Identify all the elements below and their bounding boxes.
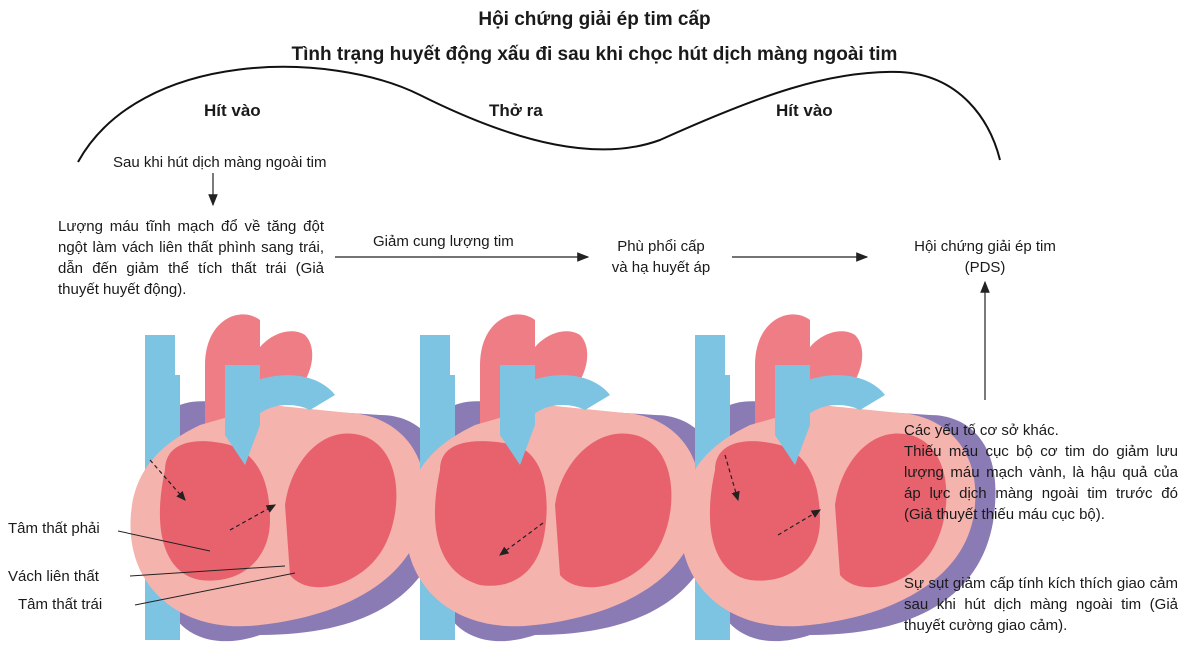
after-drainage-text: Sau khi hút dịch màng ngoài tim: [113, 152, 326, 173]
edema-line-2: và hạ huyết áp: [590, 257, 732, 278]
ischemia-hypothesis-text: Thiếu máu cục bộ cơ tim do giảm lưu lượn…: [904, 441, 1178, 525]
edema-line-1: Phù phổi cấp: [590, 236, 732, 257]
other-factors-title: Các yếu tố cơ sở khác.: [904, 420, 1059, 441]
pds-text: Hội chứng giải ép tim (PDS): [875, 236, 1095, 278]
phase-label-inhale-1: Hít vào: [204, 101, 261, 121]
label-left-ventricle: Tâm thất trái: [18, 594, 102, 615]
heart-illustration-1: [130, 314, 445, 641]
label-right-ventricle: Tâm thất phải: [8, 518, 100, 539]
reduced-output-text: Giảm cung lượng tim: [373, 231, 514, 252]
sympathetic-hypothesis-text: Sự sụt giảm cấp tính kích thích giao cảm…: [904, 573, 1178, 636]
label-septum: Vách liên thất: [8, 566, 99, 587]
heart-illustration-2: [405, 314, 720, 641]
phase-label-inhale-2: Hít vào: [776, 101, 833, 121]
pds-line-1: Hội chứng giải ép tim: [875, 236, 1095, 257]
pds-line-2: (PDS): [875, 257, 1095, 278]
hemodynamic-hypothesis-text: Lượng máu tĩnh mạch đổ về tăng đột ngột …: [58, 216, 324, 300]
phase-label-exhale: Thở ra: [489, 101, 543, 121]
edema-text: Phù phổi cấp và hạ huyết áp: [590, 236, 732, 278]
